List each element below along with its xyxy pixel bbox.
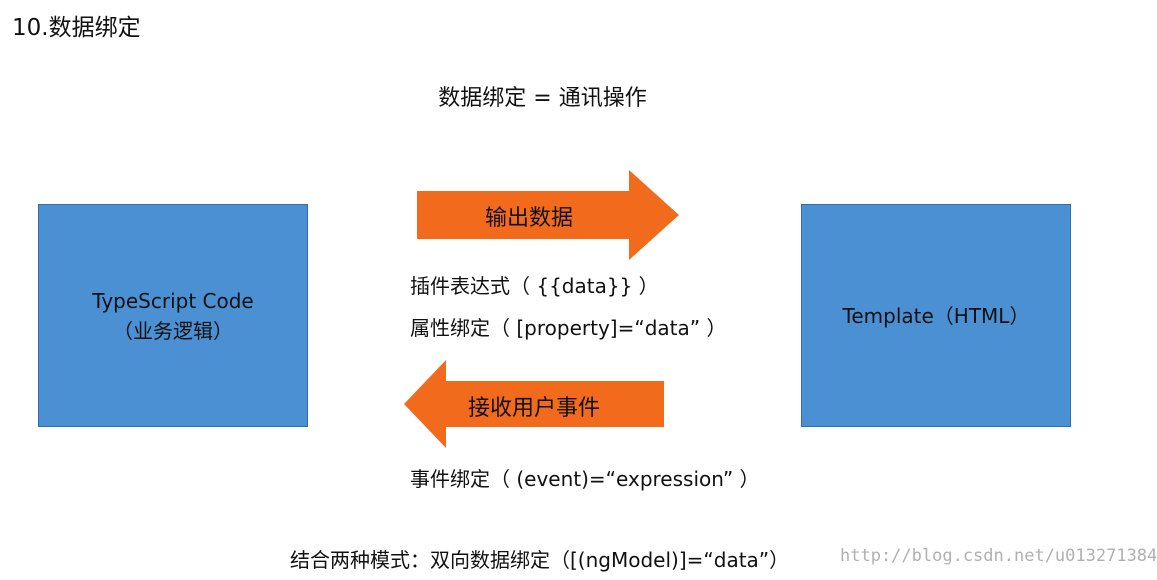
page-title: 10.数据绑定 — [12, 15, 141, 41]
template-html-label: Template（HTML） — [842, 303, 1030, 328]
left-arrow-icon — [404, 360, 664, 448]
property-binding-text: 属性绑定（ [property]=“data” ） — [410, 316, 727, 340]
template-html-box: Template（HTML） — [801, 204, 1071, 427]
typescript-code-label: TypeScript Code — [92, 288, 254, 313]
receive-events-arrow: 接收用户事件 — [402, 360, 666, 448]
output-data-arrow: 输出数据 — [417, 170, 681, 260]
receive-events-label: 接收用户事件 — [468, 396, 601, 421]
subtitle: 数据绑定 = 通讯操作 — [438, 86, 647, 111]
right-arrow-icon — [417, 170, 679, 260]
event-binding-text: 事件绑定（ (event)=“expression” ） — [410, 467, 760, 491]
output-data-label: 输出数据 — [485, 206, 574, 231]
two-way-binding-text: 结合两种模式：双向数据绑定（[(ngModel)]=“data”） — [290, 548, 790, 572]
watermark: http://blog.csdn.net/u013271384 — [840, 546, 1157, 566]
typescript-code-box: TypeScript Code （业务逻辑） — [38, 204, 308, 427]
business-logic-label: （业务逻辑） — [113, 318, 233, 343]
interpolation-text: 插件表达式（ {{data}} ） — [410, 274, 659, 298]
